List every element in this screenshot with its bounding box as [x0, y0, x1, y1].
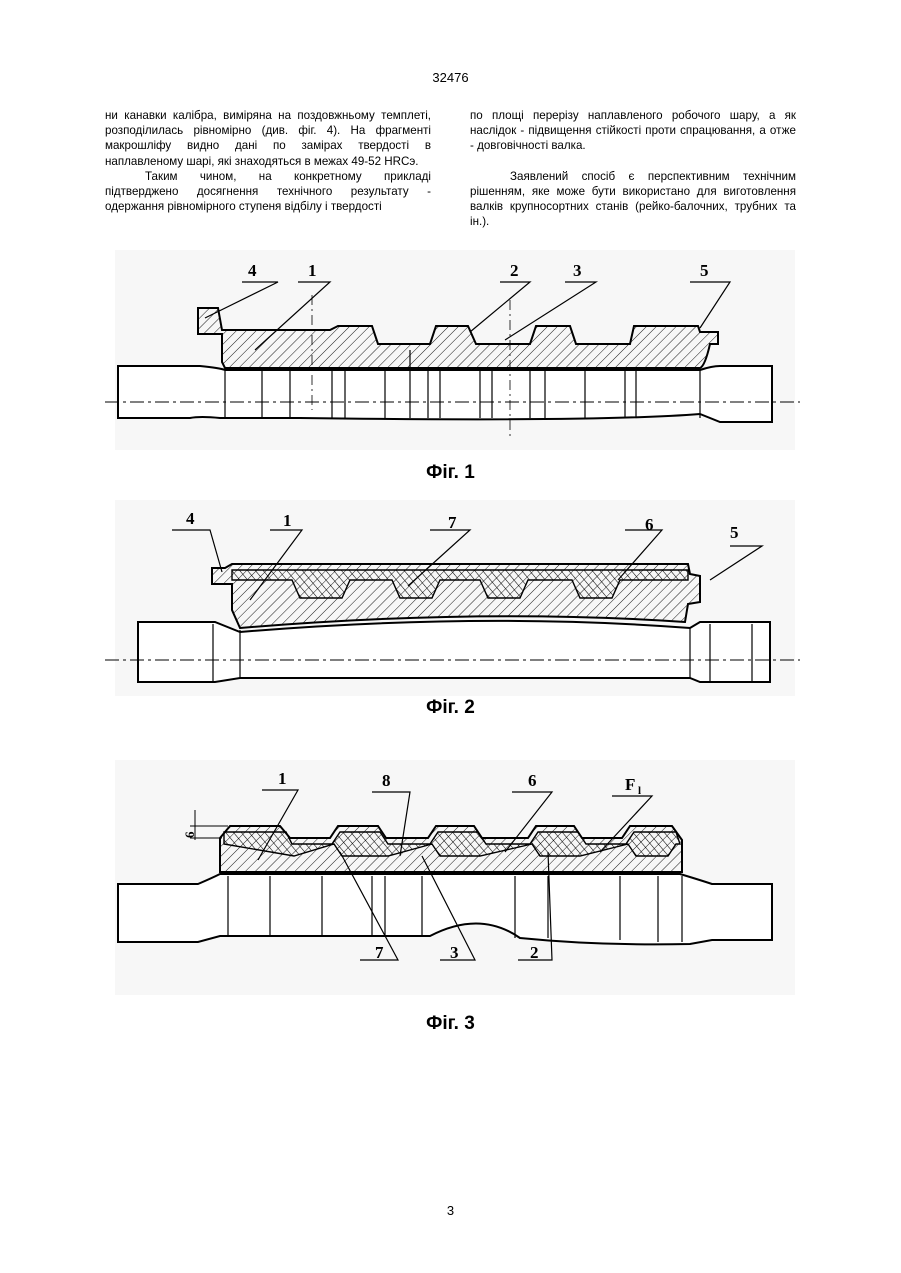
label-4: 4 — [186, 509, 195, 528]
figure-caption: Фіг. 2 — [0, 697, 901, 719]
label-1: 1 — [283, 511, 292, 530]
label-thickness: 6 — [182, 831, 197, 838]
label-7: 7 — [375, 943, 384, 962]
label-4: 4 — [248, 261, 257, 280]
label-6: 6 — [528, 771, 537, 790]
figure-caption: Фіг. 3 — [0, 1013, 901, 1035]
figure-1-drawing: 4 1 2 3 5 — [0, 250, 901, 450]
paragraph: по площі перерізу наплавленого робочого … — [470, 108, 796, 154]
label-2: 2 — [510, 261, 519, 280]
label-f-subscript: l — [638, 785, 641, 797]
text-column-right: по площі перерізу наплавленого робочого … — [470, 108, 796, 229]
figure-caption: Фіг. 1 — [0, 462, 901, 484]
label-1: 1 — [278, 769, 287, 788]
paragraph: ни канавки калібра, виміряна на поздовжн… — [105, 108, 431, 169]
label-f: F — [625, 775, 635, 794]
patent-number: 32476 — [0, 70, 901, 85]
label-3: 3 — [573, 261, 582, 280]
label-3: 3 — [450, 943, 459, 962]
label-8: 8 — [382, 771, 391, 790]
label-5: 5 — [700, 261, 709, 280]
label-1: 1 — [308, 261, 317, 280]
paragraph: Заявлений спосіб є перспективним технічн… — [470, 169, 796, 230]
label-2: 2 — [530, 943, 539, 962]
label-5: 5 — [730, 523, 739, 542]
paragraph: Таким чином, на конкретному прикладі під… — [105, 169, 431, 215]
label-6: 6 — [645, 515, 654, 534]
figure-2-drawing: 4 1 7 6 5 — [0, 500, 901, 700]
figure-3-drawing: 1 8 6 F l 6 7 3 2 — [0, 760, 901, 1000]
label-7: 7 — [448, 513, 457, 532]
page-number: 3 — [0, 1203, 901, 1218]
text-column-left: ни канавки калібра, виміряна на поздовжн… — [105, 108, 431, 214]
